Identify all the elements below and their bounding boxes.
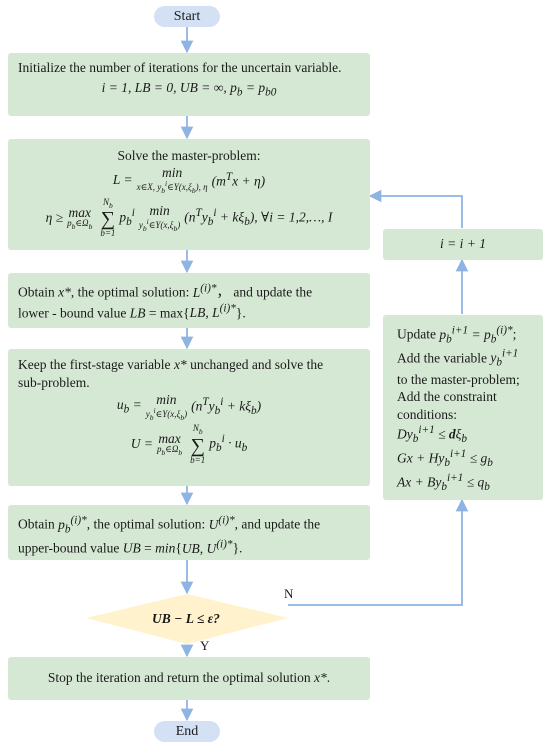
update-constraint2: Gx + Hybi+1 ≤ gb: [397, 448, 493, 470]
increment-label: i = i + 1: [440, 236, 486, 252]
initialize-box: Initialize the number of iterations for …: [8, 53, 370, 116]
upper-bound-line1: Obtain pb(i)*, the optimal solution: U(i…: [18, 514, 321, 536]
start-terminal: Start: [154, 6, 220, 27]
initialize-equation: i = 1, LB = 0, UB = ∞, pb = pb0: [101, 80, 277, 99]
lower-bound-box: Obtain x*, the optimal solution: L(i)*， …: [8, 273, 370, 328]
decision-diamond: [86, 594, 288, 644]
arrow-decision-update: [288, 498, 469, 606]
lower-bound-line1: Obtain x*, the optimal solution: L(i)*， …: [18, 282, 313, 300]
lower-bound-line2: lower - bound value LB = max{LB, L(i)*}.: [18, 302, 246, 321]
decision-label: UB − L ≤ ε?: [152, 611, 220, 626]
update-line1: Update pbi+1 = pb(i)*;: [397, 324, 517, 346]
end-label: End: [175, 723, 199, 739]
update-line5: conditions:: [397, 406, 457, 422]
end-terminal: End: [154, 721, 220, 742]
update-constraint1: Dybi+1 ≤ dξb: [397, 424, 468, 446]
increment-box: i = i + 1: [383, 229, 543, 260]
edge-label-no: N: [284, 586, 294, 601]
stop-label: Stop the iteration and return the optima…: [47, 670, 331, 686]
update-line3: to the master-problem;: [397, 371, 520, 387]
sub-problem-line1: Keep the first-stage variable x* unchang…: [18, 357, 324, 372]
start-label: Start: [173, 8, 201, 24]
update-line2: Add the variable ybi+1: [397, 347, 519, 369]
upper-bound-box: Obtain pb(i)*, the optimal solution: U(i…: [8, 505, 370, 560]
master-problem-title: Solve the master-problem:: [117, 148, 261, 163]
arrow-increment-master: [368, 189, 463, 228]
sub-problem-line2: sub-problem.: [18, 375, 90, 391]
stop-box: Stop the iteration and return the optima…: [8, 657, 370, 700]
update-box: Update pbi+1 = pb(i)*; Add the variable …: [383, 315, 543, 500]
sub-problem-box: Keep the first-stage variable x* unchang…: [8, 349, 370, 486]
update-line4: Add the constraint: [397, 389, 497, 405]
update-constraint3: Ax + Bybi+1 ≤ qb: [397, 471, 490, 494]
upper-bound-line2: upper-bound value UB = min{UB, U(i)*}.: [18, 538, 243, 556]
initialize-text: Initialize the number of iterations for …: [18, 60, 342, 75]
edge-label-yes: Y: [200, 638, 210, 653]
